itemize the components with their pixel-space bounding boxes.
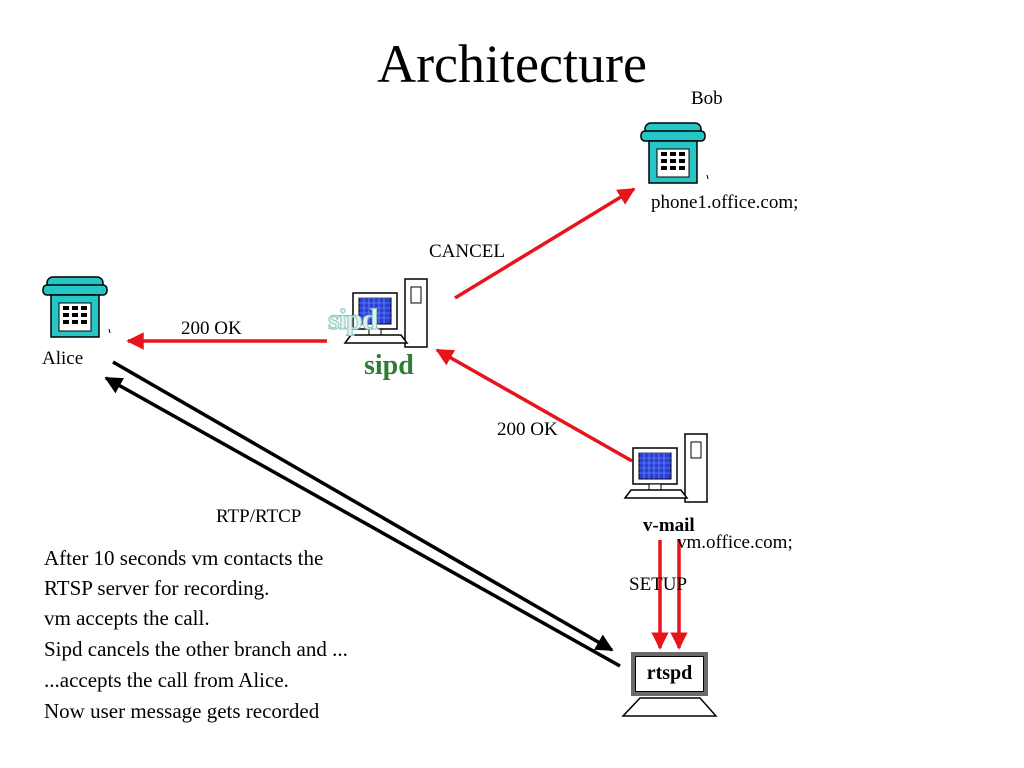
- sipd-label: sipd: [364, 350, 414, 381]
- ok-to-alice-label: 200 OK: [181, 318, 242, 339]
- alice-phone-icon: [42, 276, 108, 338]
- note-line: Now user message gets recorded: [44, 699, 320, 723]
- vmail-label: v-mail: [643, 515, 695, 536]
- sipd-watermark: sipd: [327, 303, 378, 337]
- rtspd-terminal-icon: [621, 697, 718, 717]
- note-line: Sipd cancels the other branch and ...: [44, 637, 348, 661]
- setup-label: SETUP: [629, 574, 688, 595]
- notes-block: After 10 seconds vm contacts the RTSP se…: [44, 546, 348, 730]
- slide-title: Architecture: [377, 34, 647, 94]
- note-line: ...accepts the call from Alice.: [44, 668, 289, 692]
- ok-from-vm-arrow: [435, 348, 633, 463]
- rtspd-server-box: rtspd: [631, 652, 708, 696]
- rtspd-label: rtspd: [635, 656, 704, 692]
- vmail-server-icon: [624, 433, 708, 503]
- cancel-message-label: CANCEL: [429, 241, 505, 262]
- vmail-address: vm.office.com;: [677, 532, 793, 553]
- alice-label: Alice: [42, 348, 84, 369]
- note-line: vm accepts the call.: [44, 606, 210, 630]
- rtp-arrow-to-alice: [104, 376, 621, 668]
- bob-address: phone1.office.com;: [651, 192, 799, 213]
- bob-label: Bob: [691, 88, 723, 109]
- bob-phone-icon: [640, 122, 706, 184]
- ok-from-vm-label: 200 OK: [497, 419, 558, 440]
- rtp-arrow-to-rtspd: [112, 360, 614, 652]
- note-line: After 10 seconds vm contacts the: [44, 546, 324, 570]
- cancel-arrow: [454, 187, 636, 300]
- note-line: RTSP server for recording.: [44, 576, 270, 600]
- rtp-label: RTP/RTCP: [216, 506, 302, 527]
